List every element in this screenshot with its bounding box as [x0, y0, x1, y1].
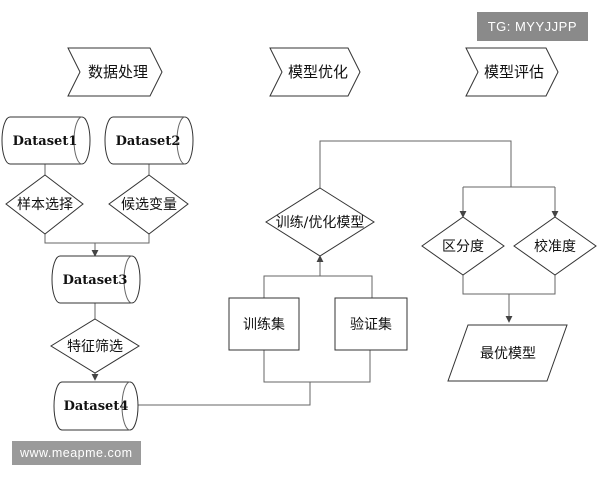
dataset2-label: Dataset2	[116, 134, 181, 149]
phase-model-optimization: 模型优化	[269, 47, 361, 97]
dataset1-label: Dataset1	[13, 134, 78, 149]
candidate-variables-decision: 候选变量	[108, 174, 189, 235]
connector	[263, 275, 373, 298]
phase-model-evaluation-label: 模型评估	[484, 63, 544, 81]
phase-model-optimization-label: 模型优化	[288, 63, 348, 81]
phase-data-processing-label: 数据处理	[88, 63, 148, 81]
best-model-label: 最优模型	[480, 346, 536, 362]
connector	[138, 382, 311, 406]
dataset4-node: Dataset4	[53, 381, 139, 431]
validation-set-node: 验证集	[334, 297, 408, 351]
best-model-node: 最优模型	[447, 324, 568, 382]
connector	[462, 275, 556, 295]
tg-watermark: TG: MYYJJPP	[476, 12, 588, 41]
phase-model-evaluation: 模型评估	[465, 47, 559, 97]
dataset1-node: Dataset1	[1, 116, 91, 165]
training-set-label: 训练集	[243, 316, 285, 333]
feature-screening-decision: 特征筛选	[50, 318, 140, 374]
dataset3-node: Dataset3	[51, 255, 141, 304]
discrimination-label: 区分度	[442, 239, 484, 255]
connectors	[44, 140, 559, 406]
url-watermark: www.meapme.com	[12, 441, 141, 465]
validation-set-label: 验证集	[350, 316, 392, 333]
calibration-decision: 校准度	[513, 216, 597, 276]
train-optimize-decision: 训练/优化模型	[265, 187, 375, 257]
feature-screening-label: 特征筛选	[67, 339, 123, 355]
sample-selection-label: 样本选择	[17, 197, 73, 213]
connector	[44, 234, 150, 244]
dataset4-label: Dataset4	[64, 399, 129, 414]
dataset3-label: Dataset3	[63, 273, 128, 288]
phase-data-processing: 数据处理	[67, 47, 163, 97]
connector	[263, 350, 371, 383]
train-optimize-label: 训练/优化模型	[276, 215, 365, 231]
candidate-variables-label: 候选变量	[121, 197, 177, 213]
discrimination-decision: 区分度	[421, 216, 505, 276]
training-set-node: 训练集	[228, 297, 300, 351]
calibration-label: 校准度	[534, 238, 576, 255]
sample-selection-decision: 样本选择	[5, 174, 84, 235]
connector	[319, 140, 512, 188]
dataset2-node: Dataset2	[104, 116, 194, 165]
